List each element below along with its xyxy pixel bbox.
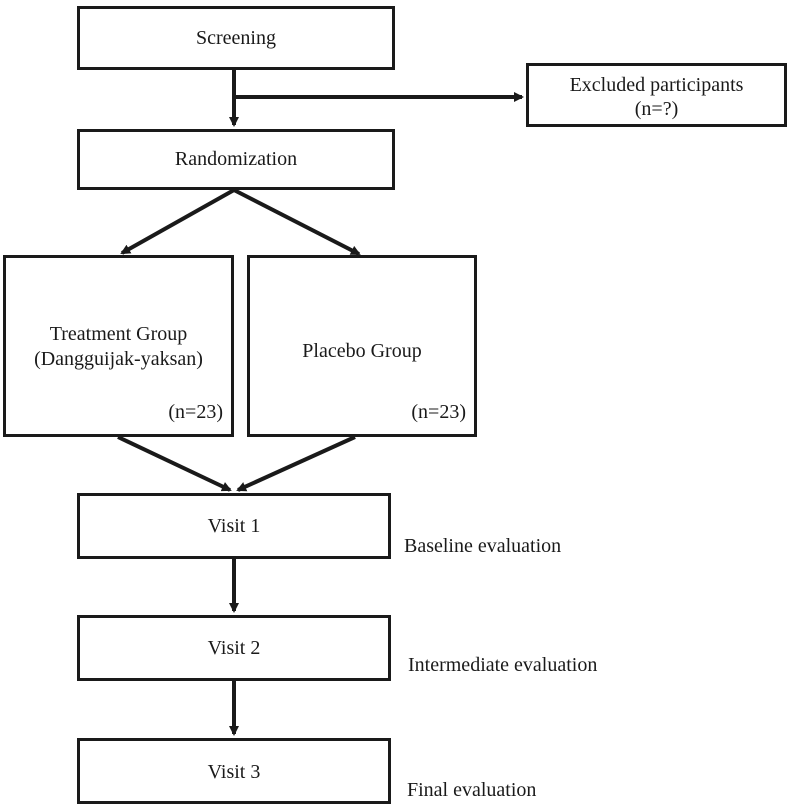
placebo-group-count: (n=23) — [411, 401, 466, 423]
visit-3-box: Visit 3 — [77, 738, 391, 804]
arrow-placebo-to-visit1 — [236, 435, 356, 492]
placebo-group-box: Placebo Group (n=23) — [247, 255, 477, 437]
treatment-group-box: Treatment Group (Dangguijak-yaksan) (n=2… — [3, 255, 234, 437]
baseline-evaluation-label: Baseline evaluation — [404, 535, 562, 557]
visit-2-box: Visit 2 — [77, 615, 391, 681]
treatment-group-name: Treatment Group (Dangguijak-yaksan) — [6, 322, 231, 372]
excluded-participants-label: Excluded participants — [569, 74, 744, 96]
intermediate-evaluation-label: Intermediate evaluation — [408, 654, 598, 676]
screening-label: Screening — [196, 27, 276, 49]
arrow-randomization-to-placebo — [233, 188, 361, 256]
placebo-group-name: Placebo Group — [250, 339, 474, 364]
excluded-participants-count: (n=?) — [634, 98, 679, 120]
treatment-group-drug: (Dangguijak-yaksan) — [34, 348, 203, 370]
visit-2-label: Visit 2 — [207, 637, 261, 659]
randomization-label: Randomization — [174, 148, 298, 170]
excluded-participants-box: Excluded participants (n=?) — [526, 63, 787, 127]
arrow-treatment-to-visit1 — [117, 435, 232, 492]
treatment-group-count: (n=23) — [168, 401, 223, 423]
visit-3-label: Visit 3 — [207, 761, 261, 783]
screening-box: Screening — [77, 6, 395, 70]
arrow-randomization-to-treatment — [120, 188, 235, 255]
randomization-box: Randomization — [77, 129, 395, 190]
visit-1-box: Visit 1 — [77, 493, 391, 559]
treatment-group-label: Treatment Group — [49, 323, 188, 345]
placebo-group-label: Placebo Group — [302, 340, 422, 362]
final-evaluation-label: Final evaluation — [407, 779, 537, 801]
visit-1-label: Visit 1 — [207, 515, 261, 537]
